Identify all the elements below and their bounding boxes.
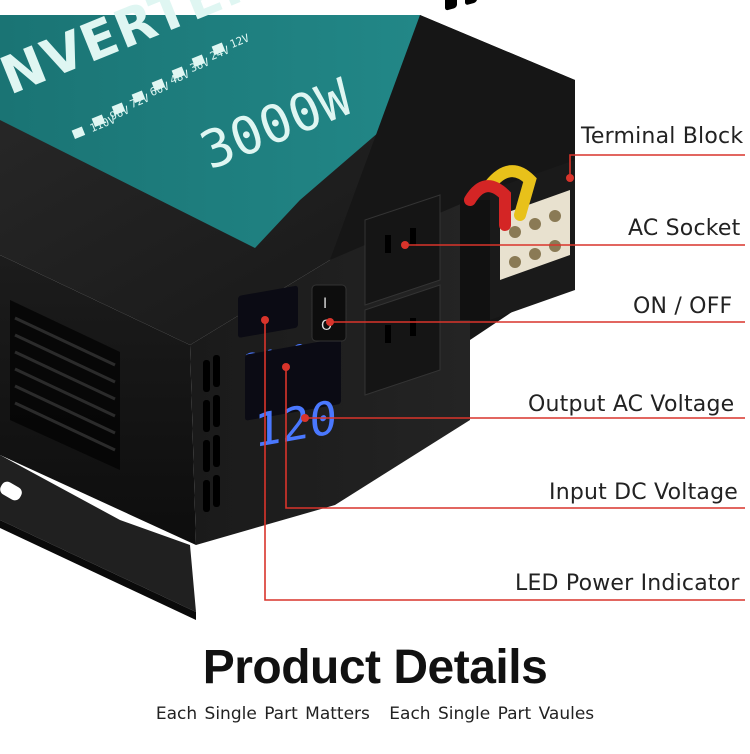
output-ac-voltage-label: Output AC Voltage: [528, 392, 734, 417]
svg-text:I: I: [323, 296, 327, 312]
terminal-block-label: Terminal Block: [581, 124, 743, 149]
page-title: Product Details: [0, 640, 750, 695]
input-dc-voltage-label: Input DC Voltage: [549, 480, 738, 505]
subtitle-left: Each Single Part Matters: [156, 704, 370, 724]
on-off-label: ON / OFF: [633, 294, 732, 319]
ac-socket-label: AC Socket: [628, 216, 740, 241]
subtitle-right: Each Single Part Vaules: [389, 704, 594, 724]
page-subtitle: Each Single Part Matters Each Single Par…: [0, 704, 750, 724]
led-power-indicator-label: LED Power Indicator: [515, 571, 740, 596]
